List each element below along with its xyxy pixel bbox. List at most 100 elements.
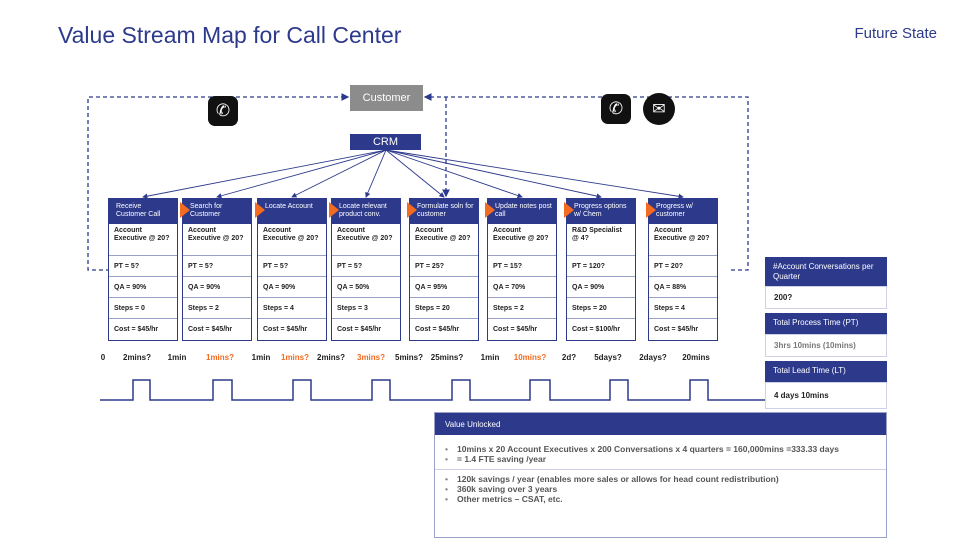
- process-pt: PT = 15?: [488, 256, 556, 277]
- mail-icon: ✉: [643, 93, 675, 125]
- process-qa: QA = 88%: [649, 277, 717, 298]
- timeline-label: 20mins: [682, 353, 710, 362]
- process-steps: Steps = 2: [488, 298, 556, 319]
- process-arrow: [180, 202, 190, 218]
- timeline-label: 0: [100, 353, 106, 362]
- value-unlocked-title: Value Unlocked: [435, 413, 886, 435]
- timeline-label: 5mins?: [394, 353, 424, 362]
- process-arrow: [564, 202, 574, 218]
- process-arrow: [485, 202, 495, 218]
- process-name: Formulate soln for customer: [410, 199, 478, 224]
- process-operator: Account Executive @ 20?: [488, 224, 556, 256]
- crm-link: [385, 149, 684, 199]
- process-cost: Cost = $45/hr: [114, 326, 159, 333]
- summary-pt-value: 3hrs 10mins (10mins): [765, 334, 887, 357]
- process-arrow: [329, 202, 339, 218]
- process-cost: Cost = $45/hr: [493, 326, 538, 333]
- process-operator: Account Executive @ 20?: [109, 224, 177, 256]
- process-qa: QA = 90%: [567, 277, 635, 298]
- summary-conversations-value: 200?: [765, 286, 887, 309]
- value-bullet: 360k saving over 3 years: [443, 484, 886, 494]
- summary-lt-label: Total Lead Time (LT): [765, 361, 887, 382]
- value-bullet: Other metrics – CSAT, etc.: [443, 494, 886, 504]
- crm-links: [142, 149, 684, 199]
- process-name: Locate Account: [258, 199, 326, 224]
- crm-link: [291, 149, 387, 198]
- phone-icon: ✆: [601, 94, 631, 124]
- timeline-wave: [100, 379, 770, 401]
- process-cost: Cost = $45/hr: [654, 326, 699, 333]
- process-steps: Steps = 20: [567, 298, 635, 319]
- crm-link: [365, 149, 387, 198]
- process-steps: Steps = 2: [183, 298, 251, 319]
- process-pt: PT = 120?: [567, 256, 635, 277]
- process-pt: PT = 5?: [183, 256, 251, 277]
- process-operator: Account Executive @ 20?: [258, 224, 326, 256]
- value-unlocked-panel: Value Unlocked 10mins x 20 Account Execu…: [434, 412, 887, 538]
- page-title: Value Stream Map for Call Center: [58, 22, 402, 48]
- value-bullet: 10mins x 20 Account Executives x 200 Con…: [443, 444, 886, 454]
- process-cost: Cost = $45/hr: [263, 326, 308, 333]
- value-bullet: 120k savings / year (enables more sales …: [443, 474, 886, 484]
- process-cost: Cost = $45/hr: [415, 326, 460, 333]
- process-qa: QA = 50%: [332, 277, 400, 298]
- process-steps: Steps = 4: [258, 298, 326, 319]
- timeline-label: 2days?: [639, 353, 667, 362]
- process-name: Update notes post call: [488, 199, 556, 224]
- process-pt: PT = 5?: [258, 256, 326, 277]
- process-qa: QA = 70%: [488, 277, 556, 298]
- timeline-label: 2d?: [561, 353, 577, 362]
- timeline-label: 1min: [251, 353, 271, 362]
- process-cost: Cost = $45/hr: [337, 326, 382, 333]
- process-pt: PT = 25?: [410, 256, 478, 277]
- process-steps: Steps = 4: [649, 298, 717, 319]
- process-arrow: [255, 202, 265, 218]
- timeline-label: 2mins?: [122, 353, 152, 362]
- process-steps: Steps = 20: [410, 298, 478, 319]
- process-arrow: [646, 202, 656, 218]
- timeline-label: 1mins?: [205, 353, 235, 362]
- process-name: Receive Customer Call: [109, 199, 177, 224]
- state-label: Future State: [854, 25, 937, 42]
- info-flow-right: [423, 93, 749, 271]
- crm-link: [385, 149, 523, 199]
- timeline-label: 2mins?: [316, 353, 346, 362]
- timeline-label: 10mins?: [513, 353, 547, 362]
- crm-link: [385, 149, 445, 198]
- process-pt: PT = 5?: [332, 256, 400, 277]
- process-pt: PT = 5?: [109, 256, 177, 277]
- summary-pt-label: Total Process Time (PT): [765, 313, 887, 334]
- timeline-label: 3mins?: [356, 353, 386, 362]
- process-name: Locate relevant product conv.: [332, 199, 400, 224]
- process-arrow: [407, 202, 417, 218]
- value-unlocked-group-1: 10mins x 20 Account Executives x 200 Con…: [435, 444, 886, 464]
- summary-conversations-label: #Account Conversations per Quarter: [765, 257, 887, 286]
- crm-link: [216, 149, 387, 199]
- process-name: Progress options w/ Chem: [567, 199, 635, 224]
- process-cost: Cost = $100/hr: [572, 326, 621, 333]
- process-operator: Account Executive @ 20?: [410, 224, 478, 256]
- crm-box: CRM: [350, 134, 421, 150]
- timeline-label: 1min: [167, 353, 187, 362]
- process-qa: QA = 90%: [183, 277, 251, 298]
- process-qa: QA = 90%: [258, 277, 326, 298]
- crm-link: [142, 149, 387, 199]
- process-steps: Steps = 0: [109, 298, 177, 319]
- process-qa: QA = 95%: [410, 277, 478, 298]
- summary-lt-value: 4 days 10mins: [765, 382, 887, 409]
- process-pt: PT = 20?: [649, 256, 717, 277]
- process-operator: Account Executive @ 20?: [649, 224, 717, 256]
- process-qa: QA = 90%: [109, 277, 177, 298]
- process-name: Search for Customer: [183, 199, 251, 224]
- process-box: Locate relevant product conv.Account Exe…: [331, 198, 401, 341]
- process-operator: Account Executive @ 20?: [332, 224, 400, 256]
- value-bullet: = 1.4 FTE saving /year: [443, 454, 886, 464]
- timeline-label: 25mins?: [430, 353, 464, 362]
- timeline-label: 5days?: [594, 353, 622, 362]
